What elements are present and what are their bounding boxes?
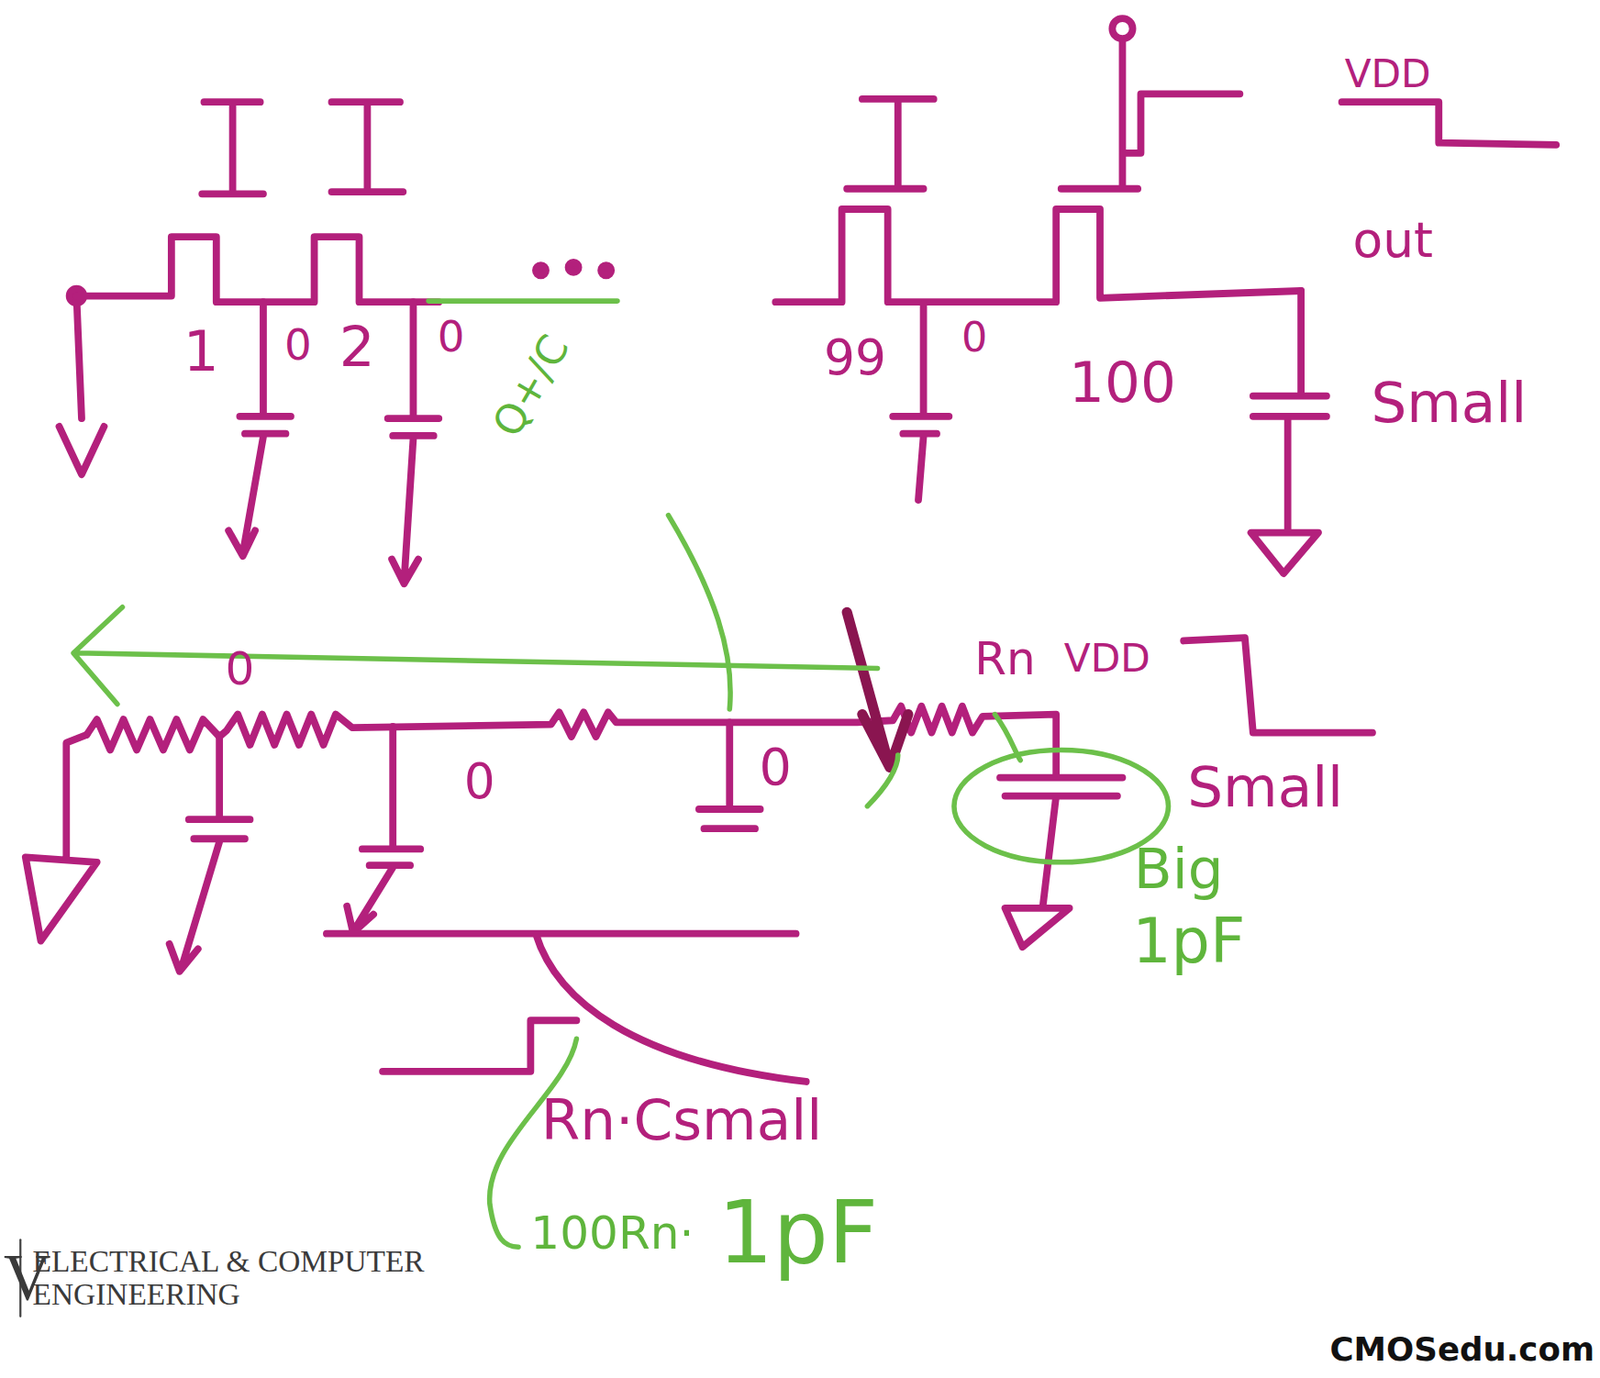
gate-symbol	[331, 101, 403, 192]
capacitor-symbol	[892, 303, 949, 500]
terminal-circle	[1111, 18, 1133, 39]
time-constant: Rn·Csmall	[541, 1092, 823, 1149]
callout-number: 100	[1068, 355, 1177, 412]
node-voltage: 0	[284, 323, 312, 367]
callout-number: 2	[339, 319, 376, 376]
capacitance-value: 1pF	[1132, 910, 1245, 972]
capacitor-symbol	[699, 722, 761, 829]
transistor-symbol	[326, 933, 807, 1082]
capacitance-value: 1pF	[717, 1188, 878, 1277]
leader-line	[668, 515, 732, 710]
watermark: CMOSedu.com	[1329, 1333, 1595, 1367]
callout-number: 99	[823, 333, 887, 382]
time-constant: 100Rn·	[530, 1210, 694, 1256]
step-waveform	[1342, 101, 1557, 145]
ellipsis-dot	[568, 262, 579, 273]
node-voltage: 0	[464, 755, 496, 805]
capacitor-label: Small	[1370, 375, 1527, 432]
ground-symbol	[25, 734, 98, 942]
annotation-arrow	[73, 607, 878, 705]
node-voltage: 0	[759, 742, 792, 794]
callout-number: 1	[183, 323, 220, 380]
capacitor-symbol	[388, 301, 440, 584]
node-voltage: 0	[961, 316, 988, 357]
resistor-label: Rn	[974, 634, 1036, 681]
annotation-note: Q+/C	[486, 328, 577, 444]
gate-symbol	[846, 99, 934, 189]
signal-name: VDD	[1344, 54, 1432, 93]
signal-name: out	[1352, 215, 1433, 265]
transistor-chain-wire	[775, 209, 1301, 302]
node-voltage: 0	[437, 315, 466, 359]
signal-name: VDD	[1064, 638, 1151, 678]
annotation-stroke	[866, 714, 1021, 807]
annotation-note: Big	[1133, 841, 1224, 898]
gate-step-input	[1061, 40, 1241, 189]
capacitor-symbol	[169, 736, 251, 972]
capacitor-symbol	[1251, 290, 1327, 574]
node-voltage: 0	[224, 644, 255, 691]
annotation-line	[428, 298, 618, 304]
step-waveform	[1183, 637, 1373, 733]
switch-arrow	[846, 611, 909, 767]
ellipsis-dot	[535, 265, 546, 276]
capacitor-symbol	[346, 726, 421, 934]
transistor-chain-wire	[76, 236, 439, 302]
ellipsis-dot	[600, 265, 612, 276]
capacitor-label: Small	[1187, 759, 1344, 816]
source-symbol	[59, 296, 105, 476]
logo-text: ELECTRICAL & COMPUTER ENGINEERING	[33, 1244, 482, 1310]
gate-symbol	[201, 101, 264, 194]
capacitor-symbol	[228, 301, 291, 556]
